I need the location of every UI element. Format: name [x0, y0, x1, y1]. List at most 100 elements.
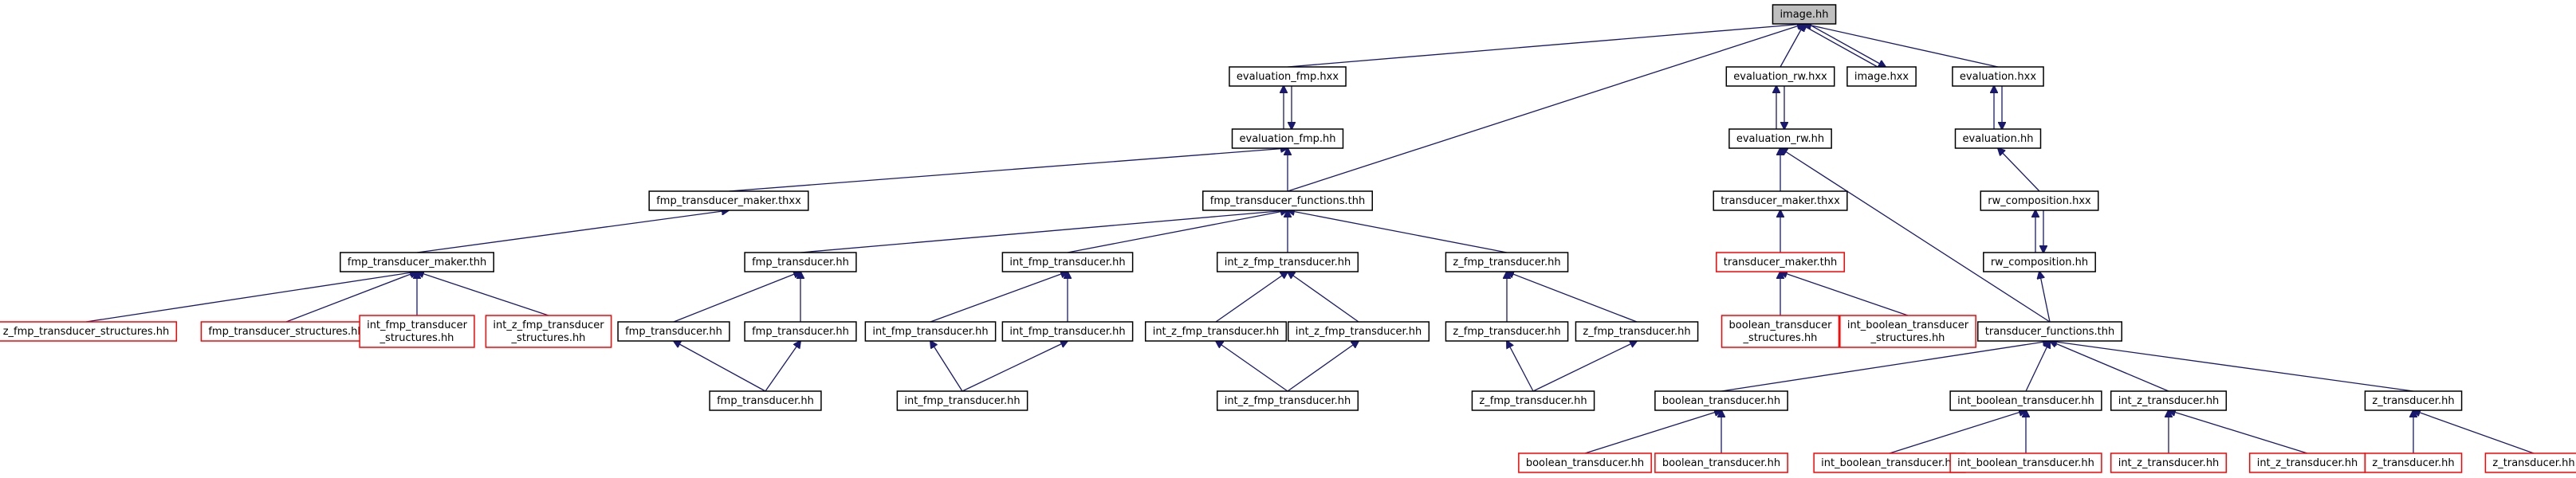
- node-box: [2248, 453, 2366, 473]
- graph-node-int-z-fmp-transducer-hh-c[interactable]: int_z_fmp_transducer.hh: [1287, 321, 1430, 342]
- graph-node-transducer-functions-thh[interactable]: transducer_functions.thh: [1977, 321, 2122, 342]
- node-box: [1846, 66, 1917, 87]
- graph-node-int-fmp-transducer-hh-b[interactable]: int_fmp_transducer.hh: [864, 321, 997, 342]
- node-box: [1772, 4, 1837, 25]
- node-box: [1725, 66, 1835, 87]
- edge-evaluation-rw-hxx-to-image-hh: [1780, 24, 1804, 68]
- graph-node-transducer-maker-thxx[interactable]: transducer_maker.thxx: [1713, 190, 1848, 211]
- edge-fmp-transducer-hh-b-to-fmp-transducer-hh-a: [673, 272, 800, 323]
- node-box: [1949, 390, 2102, 411]
- graph-node-z-transducer-hh-c[interactable]: z_transducer.hh: [2484, 453, 2576, 473]
- node-label: z_fmp_transducer_structures.hh: [3, 326, 170, 338]
- graph-node-boolean-transducer-hh-c[interactable]: boolean_transducer.hh: [1654, 453, 1788, 473]
- edge-z-fmp-transducer-hh-a-to-fmp-transducer-functions-thh: [1288, 210, 1508, 253]
- graph-node-int-z-transducer-hh-b[interactable]: int_z_transducer.hh: [2110, 453, 2228, 473]
- node-box: [1445, 252, 1569, 272]
- node-box: [1229, 66, 1347, 87]
- graph-node-fmp-transducer-maker-thxx[interactable]: fmp_transducer_maker.thxx: [648, 190, 809, 211]
- node-label: evaluation_rw.hh: [1736, 133, 1824, 145]
- graph-node-fmp-transducer-structures-hh[interactable]: fmp_transducer_structures.hh: [200, 321, 372, 342]
- graph-node-transducer-maker-thh[interactable]: transducer_maker.thh: [1716, 252, 1845, 272]
- graph-node-rw-composition-hh[interactable]: rw_composition.hh: [1983, 252, 2096, 272]
- graph-node-int-fmp-transducer-hh-c[interactable]: int_fmp_transducer.hh: [1001, 321, 1134, 342]
- graph-node-evaluation-hh[interactable]: evaluation.hh: [1954, 128, 2042, 149]
- graph-node-fmp-transducer-hh-b[interactable]: fmp_transducer.hh: [617, 321, 730, 342]
- node-label: transducer_maker.thh: [1724, 257, 1837, 268]
- edge-int-boolean-transducer-hh-b-to-int-boolean-transducer-hh-a: [1889, 410, 2026, 454]
- node-box: [1721, 315, 1840, 348]
- graph-node-int-z-fmp-transducer-hh-d[interactable]: int_z_fmp_transducer.hh: [1216, 390, 1359, 411]
- node-label: boolean_transducer: [1729, 319, 1833, 331]
- node-box: [896, 390, 1028, 411]
- graph-node-int-fmp-transducer-hh-d[interactable]: int_fmp_transducer.hh: [896, 390, 1028, 411]
- graph-node-int-z-transducer-hh-a[interactable]: int_z_transducer.hh: [2110, 390, 2228, 411]
- graph-node-image-hh[interactable]: image.hh: [1772, 4, 1837, 25]
- graph-node-int-boolean-transducer-structures-hh[interactable]: int_boolean_transducer_structures.hh: [1839, 315, 1976, 348]
- graph-node-int-boolean-transducer-hh-b[interactable]: int_boolean_transducer.hh: [1813, 453, 1966, 473]
- graph-node-z-fmp-transducer-hh-b[interactable]: z_fmp_transducer.hh: [1445, 321, 1569, 342]
- edge-int-fmp-transducer-hh-d-to-int-fmp-transducer-hh-c: [962, 341, 1068, 392]
- node-box: [1839, 315, 1976, 348]
- graph-node-evaluation-rw-hh[interactable]: evaluation_rw.hh: [1728, 128, 1832, 149]
- graph-node-int-z-transducer-hh-c[interactable]: int_z_transducer.hh: [2248, 453, 2366, 473]
- graph-node-z-fmp-transducer-hh-a[interactable]: z_fmp_transducer.hh: [1445, 252, 1569, 272]
- graph-node-fmp-transducer-hh-a[interactable]: fmp_transducer.hh: [744, 252, 857, 272]
- node-box: [2110, 453, 2228, 473]
- node-label: int_z_transducer.hh: [2118, 457, 2220, 469]
- node-label: int_z_fmp_transducer: [493, 319, 604, 331]
- graph-node-z-transducer-hh-a[interactable]: z_transducer.hh: [2364, 390, 2463, 411]
- node-label: int_z_fmp_transducer.hh: [1153, 326, 1280, 338]
- graph-node-boolean-transducer-structures-hh[interactable]: boolean_transducer_structures.hh: [1721, 315, 1840, 348]
- graph-node-int-z-fmp-transducer-structures-hh[interactable]: int_z_fmp_transducer_structures.hh: [485, 315, 612, 348]
- graph-node-image-hxx[interactable]: image.hxx: [1846, 66, 1917, 87]
- graph-node-int-fmp-transducer-structures-hh[interactable]: int_fmp_transducer_structures.hh: [359, 315, 475, 348]
- node-box: [1949, 453, 2102, 473]
- graph-node-z-fmp-transducer-hh-d[interactable]: z_fmp_transducer.hh: [1471, 390, 1595, 411]
- node-box: [1518, 453, 1652, 473]
- edge-int-z-fmp-transducer-hh-b-to-int-z-fmp-transducer-hh-a: [1215, 272, 1288, 323]
- graph-node-fmp-transducer-hh-d[interactable]: fmp_transducer.hh: [709, 390, 822, 411]
- node-box: [709, 390, 822, 411]
- graph-node-evaluation-fmp-hh[interactable]: evaluation_fmp.hh: [1231, 128, 1344, 149]
- graph-node-z-fmp-transducer-structures-hh[interactable]: z_fmp_transducer_structures.hh: [0, 321, 178, 342]
- node-label: int_fmp_transducer.hh: [904, 395, 1020, 407]
- node-box: [744, 252, 857, 272]
- node-label: transducer_functions.thh: [1985, 326, 2115, 338]
- node-label: z_fmp_transducer.hh: [1583, 326, 1690, 338]
- graph-node-evaluation-hxx[interactable]: evaluation.hxx: [1952, 66, 2044, 87]
- graph-node-int-z-fmp-transducer-hh-a[interactable]: int_z_fmp_transducer.hh: [1216, 252, 1359, 272]
- edge-transducer-functions-thh-to-evaluation-rw-hh: [1780, 148, 2051, 323]
- edge-z-fmp-transducer-hh-c-to-z-fmp-transducer-hh-a: [1507, 272, 1638, 323]
- node-box: [1471, 390, 1595, 411]
- node-label: image.hxx: [1854, 71, 1909, 83]
- node-label: int_z_fmp_transducer.hh: [1225, 395, 1351, 407]
- graph-node-int-boolean-transducer-hh-a[interactable]: int_boolean_transducer.hh: [1949, 390, 2102, 411]
- node-label: int_z_fmp_transducer.hh: [1296, 326, 1422, 338]
- node-label: fmp_transducer_structures.hh: [208, 326, 364, 338]
- graph-node-int-z-fmp-transducer-hh-b[interactable]: int_z_fmp_transducer.hh: [1144, 321, 1288, 342]
- graph-node-boolean-transducer-hh-a[interactable]: boolean_transducer.hh: [1654, 390, 1788, 411]
- graph-node-int-boolean-transducer-hh-c[interactable]: int_boolean_transducer.hh: [1949, 453, 2102, 473]
- graph-node-z-transducer-hh-b[interactable]: z_transducer.hh: [2364, 453, 2463, 473]
- node-label: int_z_transducer.hh: [2257, 457, 2358, 469]
- edge-fmp-transducer-functions-thh-to-image-hh: [1287, 24, 1804, 192]
- edge-rw-composition-hxx-to-evaluation-hh: [1998, 148, 2040, 192]
- graph-node-rw-composition-hxx[interactable]: rw_composition.hxx: [1980, 190, 2099, 211]
- graph-node-int-fmp-transducer-hh-a[interactable]: int_fmp_transducer.hh: [1001, 252, 1134, 272]
- node-label: evaluation_rw.hxx: [1733, 71, 1827, 83]
- graph-node-fmp-transducer-functions-thh[interactable]: fmp_transducer_functions.thh: [1202, 190, 1373, 211]
- graph-node-evaluation-fmp-hxx[interactable]: evaluation_fmp.hxx: [1229, 66, 1347, 87]
- graph-node-boolean-transducer-hh-b[interactable]: boolean_transducer.hh: [1518, 453, 1652, 473]
- node-label: int_fmp_transducer.hh: [1009, 326, 1125, 338]
- edge-z-fmp-transducer-structures-hh-to-fmp-transducer-maker-thh: [85, 272, 417, 323]
- edge-int-fmp-transducer-hh-b-to-int-fmp-transducer-hh-a: [930, 272, 1068, 323]
- edge-int-z-transducer-hh-c-to-int-z-transducer-hh-a: [2169, 410, 2308, 454]
- graph-node-evaluation-rw-hxx[interactable]: evaluation_rw.hxx: [1725, 66, 1835, 87]
- edge-fmp-transducer-maker-thh-to-fmp-transducer-maker-thxx: [416, 210, 729, 253]
- graph-node-fmp-transducer-maker-thh[interactable]: fmp_transducer_maker.thh: [340, 252, 494, 272]
- graph-node-z-fmp-transducer-hh-c[interactable]: z_fmp_transducer.hh: [1575, 321, 1699, 342]
- edge-fmp-transducer-structures-hh-to-fmp-transducer-maker-thh: [285, 272, 417, 323]
- edge-fmp-transducer-hh-d-to-fmp-transducer-hh-b: [674, 341, 766, 392]
- graph-node-fmp-transducer-hh-c[interactable]: fmp_transducer.hh: [744, 321, 857, 342]
- node-label: image.hh: [1780, 9, 1828, 21]
